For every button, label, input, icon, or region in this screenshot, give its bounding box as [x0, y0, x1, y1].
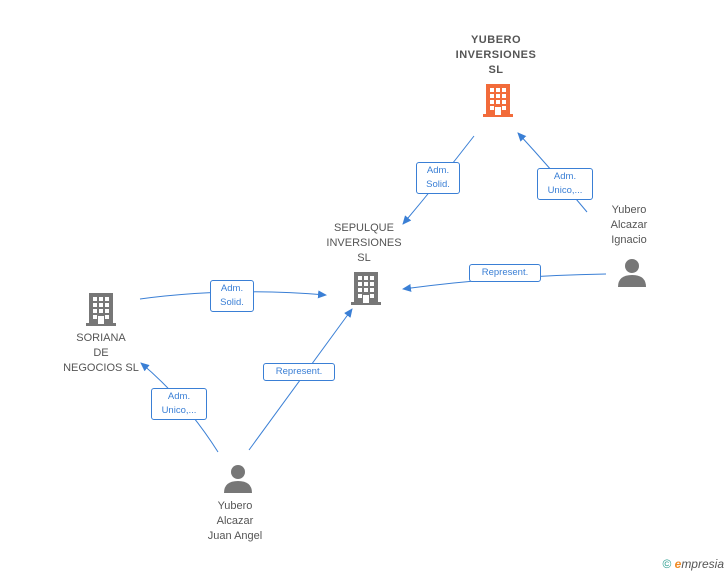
person-icon[interactable]: [618, 259, 646, 287]
edge-label-represent[interactable]: Represent.: [263, 363, 335, 381]
node-label-soriana[interactable]: SORIANA DE NEGOCIOS SL: [63, 332, 139, 374]
person-icon[interactable]: [224, 465, 252, 493]
node-label-yubero-inversiones[interactable]: YUBERO INVERSIONES SL: [455, 34, 537, 76]
brand-logo-e: e: [674, 557, 682, 571]
building-icon[interactable]: [351, 272, 381, 305]
node-label-sepulque[interactable]: SEPULQUE INVERSIONES SL: [326, 222, 402, 264]
edge-label-adm-solid[interactable]: Adm. Solid.: [210, 280, 254, 312]
edge-label-adm-unico[interactable]: Adm. Unico,...: [537, 168, 593, 200]
node-label-yubero-juan[interactable]: Yubero Alcazar Juan Angel: [207, 500, 263, 542]
building-icon[interactable]: [86, 293, 116, 326]
copyright-icon: ©: [662, 557, 672, 571]
brand-logo-text: mpresia: [681, 557, 724, 571]
footer-watermark: © empresia: [662, 557, 724, 571]
edge-label-represent[interactable]: Represent.: [469, 264, 541, 282]
edge-label-adm-solid[interactable]: Adm. Solid.: [416, 162, 460, 194]
building-icon[interactable]: [483, 84, 513, 117]
edge-label-adm-unico[interactable]: Adm. Unico,...: [151, 388, 207, 420]
node-label-yubero-ignacio[interactable]: Yubero Alcazar Ignacio: [610, 204, 648, 246]
